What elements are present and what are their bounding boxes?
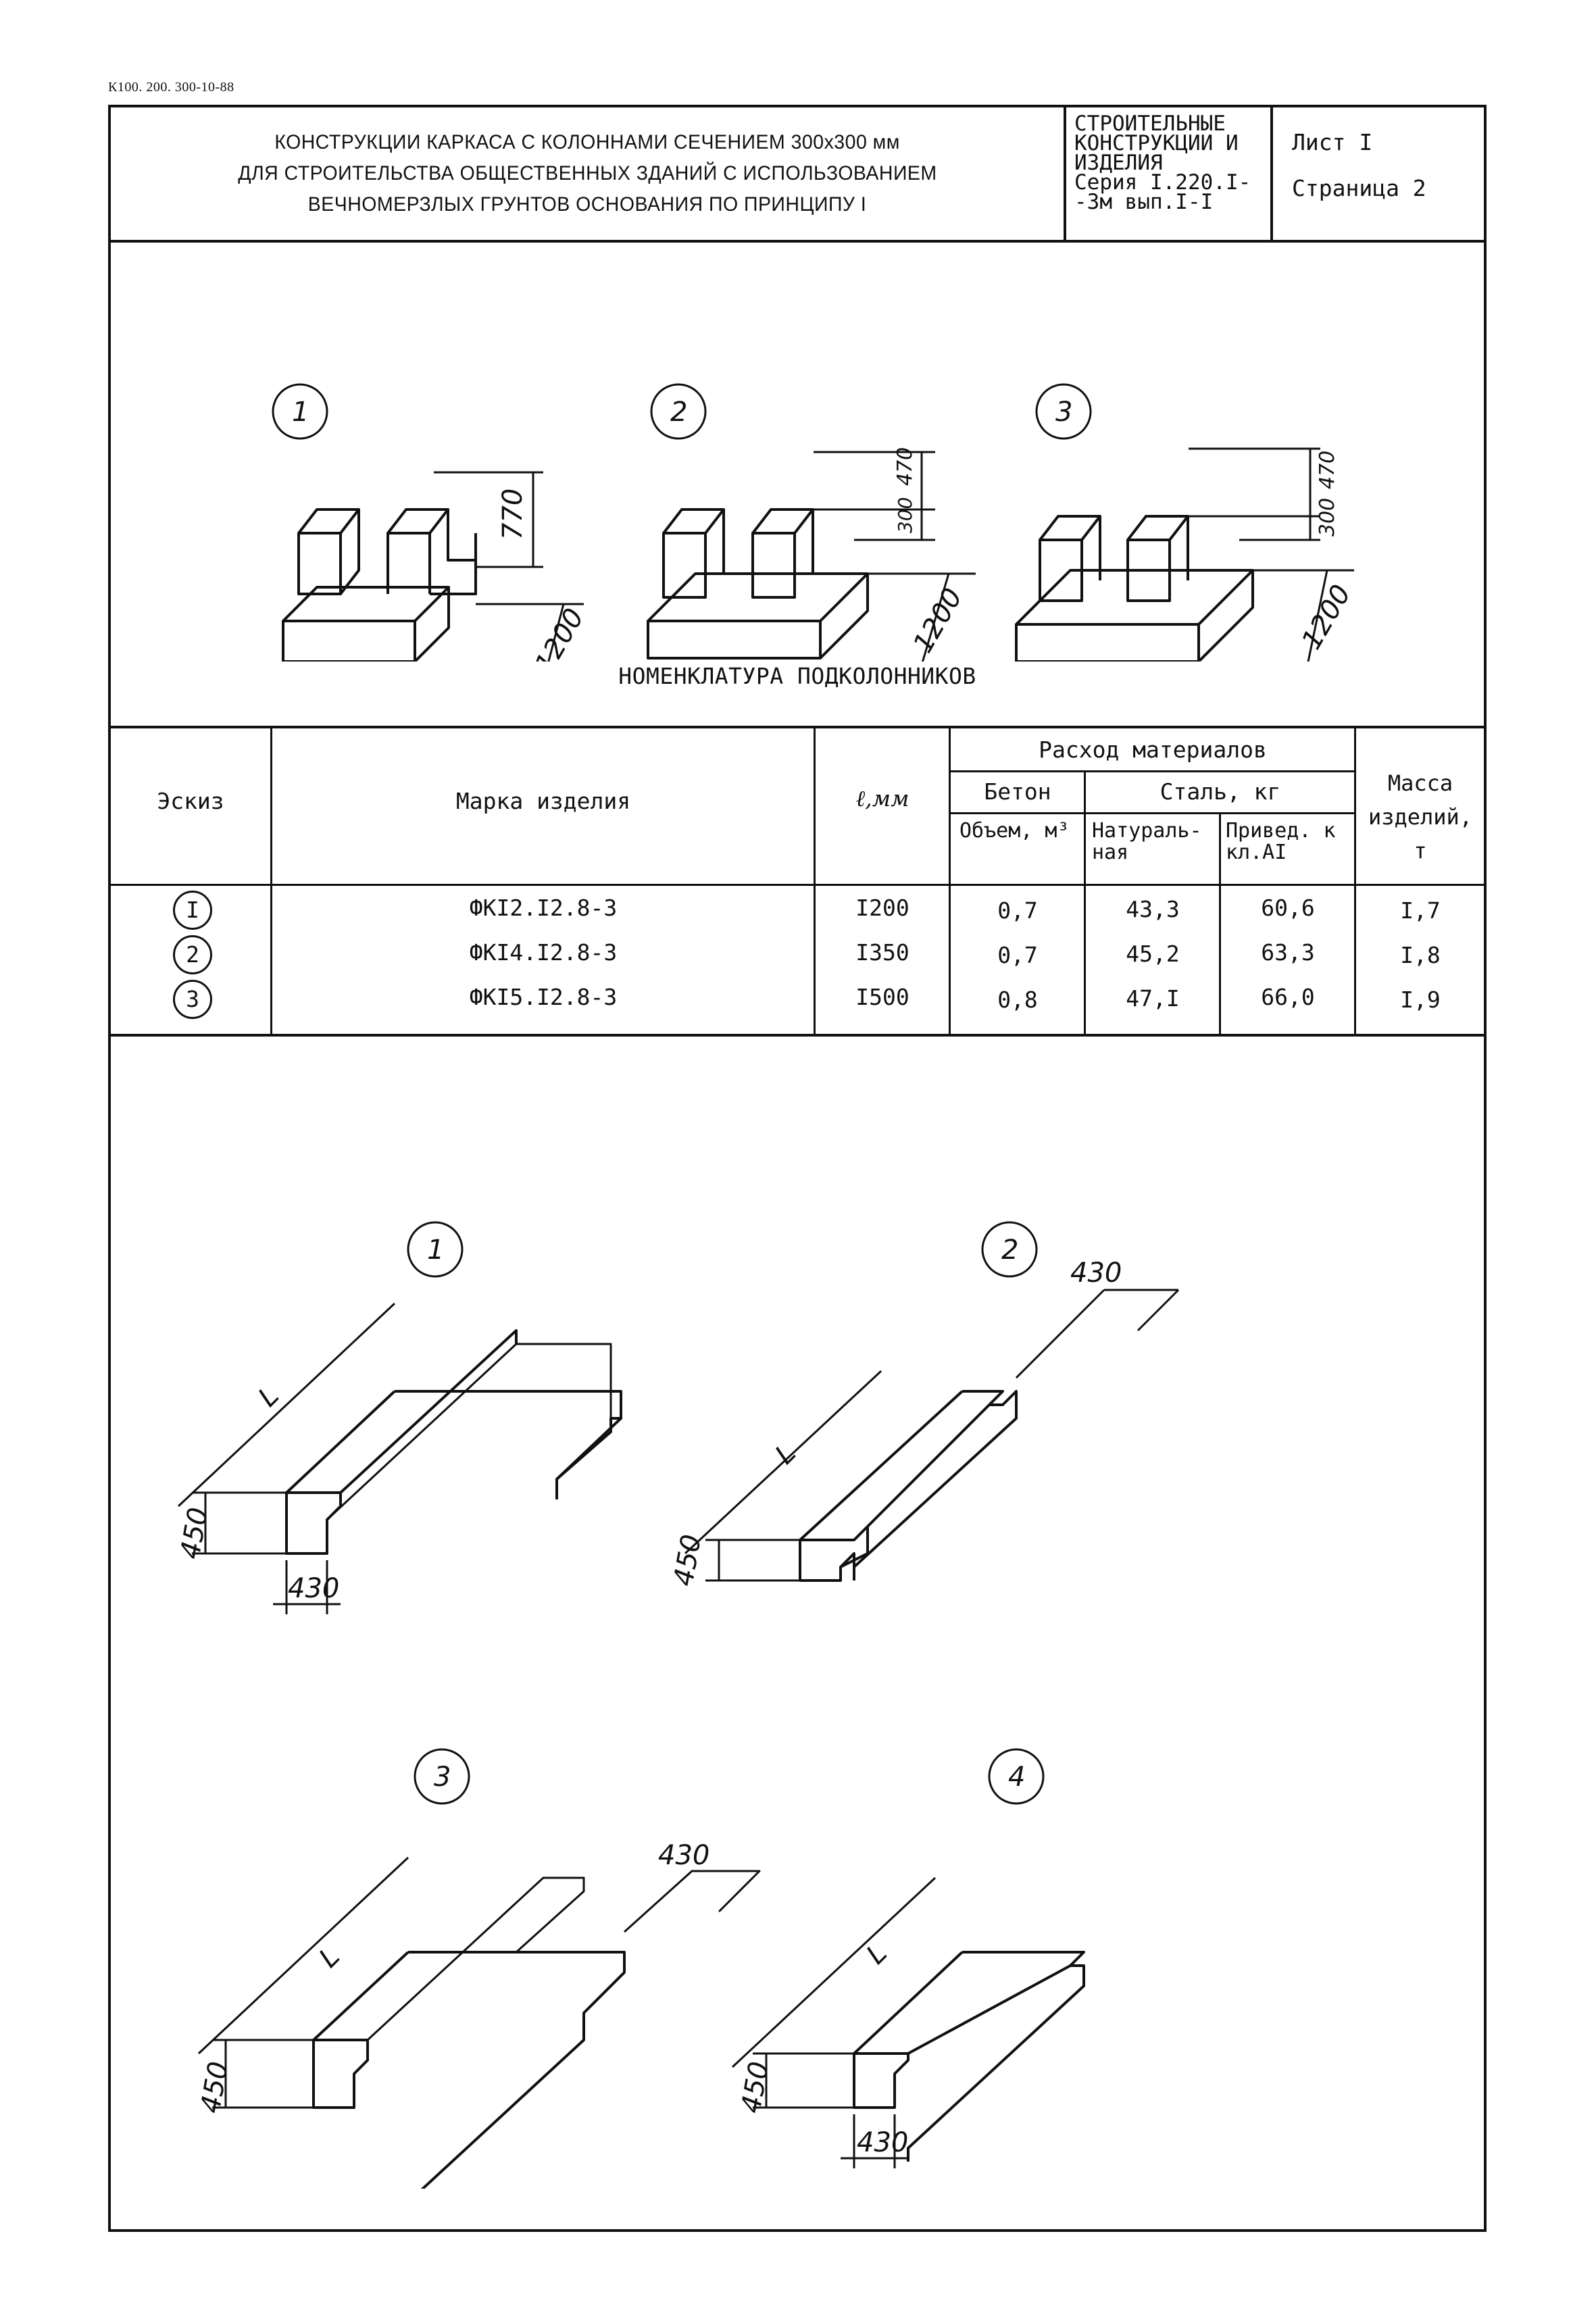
nomenclature-table: Эскиз Марка изделия ℓ,мм Расход материал…: [111, 726, 1484, 1037]
beam-4-length: L: [861, 1938, 893, 1970]
beam-2-number: 2: [1001, 1235, 1018, 1266]
beam-1-number: 1: [427, 1235, 444, 1266]
col-mass-header: Масса изделий, т: [1368, 770, 1473, 864]
row-sketch: 3: [173, 980, 212, 1019]
beam-2-length: L: [770, 1438, 802, 1470]
col-materials-header: Расход материалов: [1039, 737, 1267, 763]
row-mark: ФКI5.I2.8-3: [469, 984, 618, 1010]
row-natural: 45,2: [1126, 941, 1180, 967]
row-mass: I,8: [1400, 942, 1441, 968]
beam-sketches: 1 450 430 L 2 450 430 L 3 450 430 L 4 45…: [175, 1221, 1180, 2189]
beam-3-length: L: [314, 1941, 346, 1974]
title-line-3: ВЕЧНОМЕРЗЛЫХ ГРУНТОВ ОСНОВАНИЯ ПО ПРИНЦИ…: [307, 193, 867, 216]
drawing-frame: КОНСТРУКЦИИ КАРКАСА С КОЛОННАМИ СЕЧЕНИЕМ…: [108, 105, 1487, 2232]
title-block: КОНСТРУКЦИИ КАРКАСА С КОЛОННАМИ СЕЧЕНИЕМ…: [111, 107, 1484, 243]
sketch-3-height: 470: [1316, 451, 1339, 489]
row-volume: 0,7: [997, 942, 1038, 968]
table-title: НОМЕНКЛАТУРА ПОДКОЛОННИКОВ: [618, 663, 976, 689]
col-natural-header: Натураль-ная: [1092, 819, 1202, 864]
row-reduced: 60,6: [1261, 895, 1315, 921]
table-row: I ФКI2.I2.8-3 I200 0,7 43,3 60,6 I,7: [111, 888, 1484, 932]
table-row: 3 ФКI5.I2.8-3 I500 0,8 47,I 66,0 I,9: [111, 977, 1484, 1022]
sketch-1-width: 1200: [529, 603, 591, 662]
row-mark: ФКI4.I2.8-3: [469, 939, 618, 966]
sheet-number: Лист I: [1292, 129, 1373, 155]
series-line-3: ИЗДЕЛИЯ: [1074, 151, 1163, 175]
foundation-sketch-3: [1015, 383, 1354, 662]
col-volume-header: Объем, м³: [959, 819, 1070, 843]
title-line-1: КОНСТРУКЦИИ КАРКАСА С КОЛОННАМИ СЕЧЕНИЕМ…: [274, 131, 900, 153]
col-reduced-header: Привед. к кл.AI: [1226, 819, 1336, 864]
row-natural: 43,3: [1126, 896, 1180, 922]
beam-4-number: 4: [1008, 1762, 1025, 1793]
sketch-2-number: 2: [670, 397, 687, 428]
table-row: 2 ФКI4.I2.8-3 I350 0,7 45,2 63,3 I,8: [111, 932, 1484, 977]
beam-2-height: 450: [668, 1533, 708, 1589]
beam-sketch-4: [731, 1748, 1085, 2168]
series-line-2: КОНСТРУКЦИИ И: [1074, 131, 1239, 155]
foundation-sketch-1: [272, 383, 584, 662]
row-mark: ФКI2.I2.8-3: [469, 895, 618, 921]
sketch-2-step: 300: [894, 497, 916, 533]
row-sketch: I: [173, 891, 212, 930]
series-line-1: СТРОИТЕЛЬНЫЕ: [1074, 111, 1226, 136]
beam-2-width: 430: [1070, 1258, 1122, 1289]
row-sketch: 2: [173, 935, 212, 974]
row-length: I200: [855, 895, 909, 921]
series-info: СТРОИТЕЛЬНЫЕ КОНСТРУКЦИИ И ИЗДЕЛИЯ Серия…: [1066, 107, 1273, 240]
beam-sketch-1: [177, 1221, 622, 1614]
row-length: I500: [855, 984, 909, 1010]
col-length-header: ℓ,мм: [855, 785, 909, 812]
col-mark-header: Марка изделия: [455, 788, 631, 814]
sketch-3-step: 300: [1316, 498, 1339, 537]
foundation-sketch-2: [647, 383, 976, 662]
title-line-2: ДЛЯ СТРОИТЕЛЬСТВА ОБЩЕСТВЕННЫХ ЗДАНИЙ С …: [237, 162, 937, 184]
col-sketch-header: Эскиз: [157, 788, 224, 814]
series-line-4: Серия I.220.I-: [1074, 170, 1251, 195]
sheet-info: Лист I Страница 2: [1276, 107, 1484, 240]
beam-1-width: 430: [288, 1573, 339, 1604]
beam-sketch-3: [197, 1748, 761, 2189]
col-steel-header: Сталь, кг: [1159, 778, 1281, 805]
row-volume: 0,7: [997, 897, 1038, 924]
row-natural: 47,I: [1126, 985, 1180, 1012]
beam-1-length: L: [253, 1380, 285, 1413]
document-code: К100. 200. 300-10-88: [108, 80, 234, 95]
beam-sketch-2: [684, 1221, 1180, 1582]
row-length: I350: [855, 939, 909, 966]
series-line-5: -3м вып.I-I: [1074, 190, 1214, 214]
beam-3-width: 430: [658, 1840, 709, 1871]
sketch-2-height: 470: [893, 447, 917, 486]
row-mass: I,9: [1400, 987, 1441, 1013]
page-number: Страница 2: [1292, 175, 1426, 201]
sketch-1-height: 770: [497, 489, 528, 540]
sketch-1-number: 1: [292, 397, 309, 428]
document-title: КОНСТРУКЦИИ КАРКАСА С КОЛОННАМИ СЕЧЕНИЕМ…: [111, 107, 1066, 240]
col-concrete-header: Бетон: [984, 778, 1051, 805]
sketch-2-width: 1200: [907, 583, 969, 658]
foundation-sketches: 1 770 1200 ℓ 2 470 300 1200 ℓ 3 470 300 …: [272, 383, 1357, 662]
row-reduced: 66,0: [1261, 984, 1315, 1010]
row-mass: I,7: [1400, 897, 1441, 924]
row-volume: 0,8: [997, 987, 1038, 1013]
sketch-3-width: 1200: [1296, 580, 1357, 655]
row-reduced: 63,3: [1261, 939, 1315, 966]
beam-4-width: 430: [857, 2127, 908, 2158]
beam-3-number: 3: [434, 1762, 451, 1793]
sketch-3-number: 3: [1055, 397, 1072, 428]
